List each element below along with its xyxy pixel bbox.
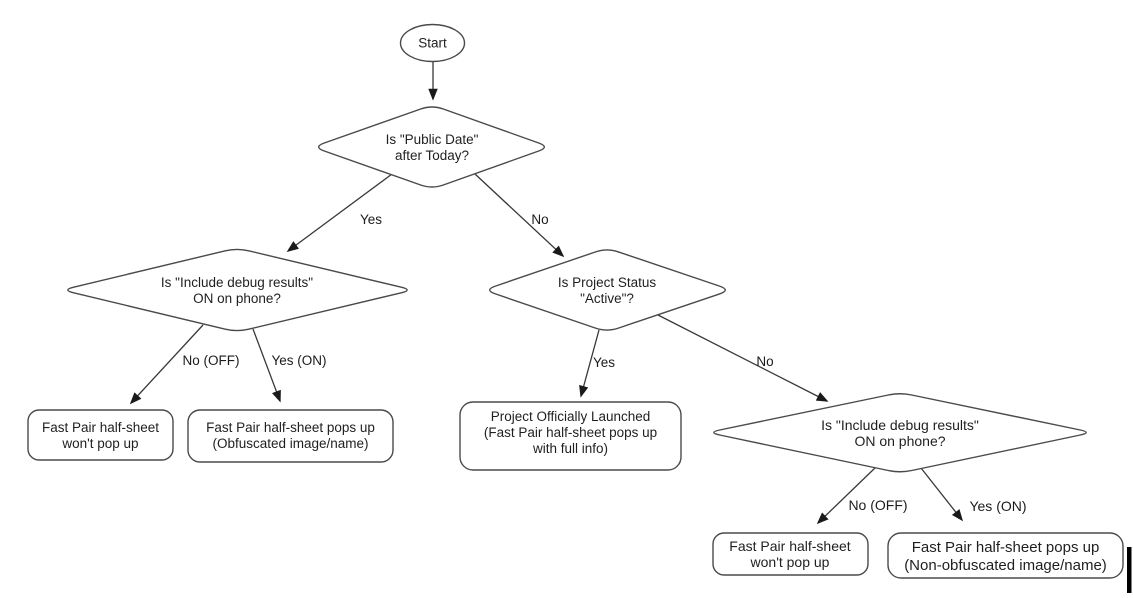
terminal-non-obfuscated-box <box>887 532 1124 579</box>
decision-project-status-line2: "Active"? <box>580 291 634 306</box>
terminal-no-popup-left-line1: Fast Pair half-sheet <box>42 420 159 435</box>
terminal-obfuscated-line2: (Obfuscated image/name) <box>212 436 368 451</box>
terminal-launched-line2: (Fast Pair half-sheet pops up <box>484 425 657 440</box>
terminal-no-popup-left: Fast Pair half-sheet won't pop up <box>27 409 174 461</box>
decision-debug-left: Is "Include debug results" ON on phone? <box>67 248 408 332</box>
terminal-obfuscated-line1: Fast Pair half-sheet pops up <box>206 420 375 435</box>
decision-public-date-line2: after Today? <box>395 148 469 163</box>
start-label: Start <box>418 36 447 51</box>
edge-debug-left-no-off <box>129 324 204 405</box>
terminal-no-popup-right: Fast Pair half-sheet won't pop up <box>712 532 869 576</box>
decision-debug-right-line2: ON on phone? <box>854 433 945 449</box>
edge-public-date-no <box>474 173 565 258</box>
label-debug-right-no-off: No (OFF) <box>848 497 907 513</box>
terminal-launched-line1: Project Officially Launched <box>491 409 651 424</box>
decision-project-status-line1: Is Project Status <box>558 275 657 290</box>
label-debug-right-yes-on: Yes (ON) <box>969 498 1026 514</box>
decision-debug-left-line1: Is "Include debug results" <box>161 275 313 290</box>
terminal-non-obfuscated-line2: (Non-obfuscated image/name) <box>904 557 1107 574</box>
terminal-non-obfuscated: Fast Pair half-sheet pops up (Non-obfusc… <box>887 532 1124 579</box>
decision-project-status-diamond <box>489 249 727 331</box>
terminal-no-popup-right-box <box>712 532 869 576</box>
label-public-date-no: No <box>531 212 548 227</box>
terminal-launched: Project Officially Launched (Fast Pair h… <box>459 401 682 471</box>
label-debug-left-yes-on: Yes (ON) <box>271 353 326 368</box>
edge-public-date-yes <box>286 173 393 252</box>
start-ellipse <box>399 23 466 63</box>
edge-debug-right-no-off <box>816 466 877 525</box>
decision-debug-right-diamond <box>713 393 1087 473</box>
label-public-date-yes: Yes <box>360 212 382 227</box>
edge-debug-left-yes-on <box>252 328 281 403</box>
decision-debug-right: Is "Include debug results" ON on phone? <box>713 393 1087 473</box>
terminal-launched-box <box>459 401 682 471</box>
edge-debug-right-yes-on <box>920 467 964 522</box>
start-node: Start <box>399 23 466 63</box>
terminal-obfuscated-box <box>187 409 394 463</box>
label-project-status-no: No <box>756 354 773 369</box>
terminal-non-obfuscated-line1: Fast Pair half-sheet pops up <box>912 539 1100 556</box>
decision-debug-left-diamond <box>67 248 408 332</box>
terminal-no-popup-left-line2: won't pop up <box>61 436 138 451</box>
terminal-no-popup-right-line2: won't pop up <box>750 554 830 570</box>
decision-public-date-line1: Is "Public Date" <box>386 132 479 147</box>
edge-project-status-no <box>657 314 829 402</box>
decision-debug-right-line1: Is "Include debug results" <box>821 417 979 433</box>
decision-debug-left-line2: ON on phone? <box>193 291 281 306</box>
label-debug-left-no-off: No (OFF) <box>183 353 240 368</box>
label-project-status-yes: Yes <box>593 355 615 370</box>
decision-public-date-diamond <box>317 106 546 188</box>
decision-project-status: Is Project Status "Active"? <box>489 249 727 331</box>
edge-project-status-yes <box>579 329 600 398</box>
decision-public-date: Is "Public Date" after Today? <box>317 106 546 188</box>
terminal-no-popup-left-box <box>27 409 174 461</box>
terminal-no-popup-right-line1: Fast Pair half-sheet <box>729 538 850 554</box>
text-cursor <box>1127 547 1132 593</box>
connectors <box>129 62 964 525</box>
terminal-obfuscated: Fast Pair half-sheet pops up (Obfuscated… <box>187 409 394 463</box>
connector-labels: Yes No No (OFF) Yes (ON) Yes No No (OFF)… <box>183 212 1027 514</box>
terminal-launched-line3: with full info) <box>532 441 608 456</box>
